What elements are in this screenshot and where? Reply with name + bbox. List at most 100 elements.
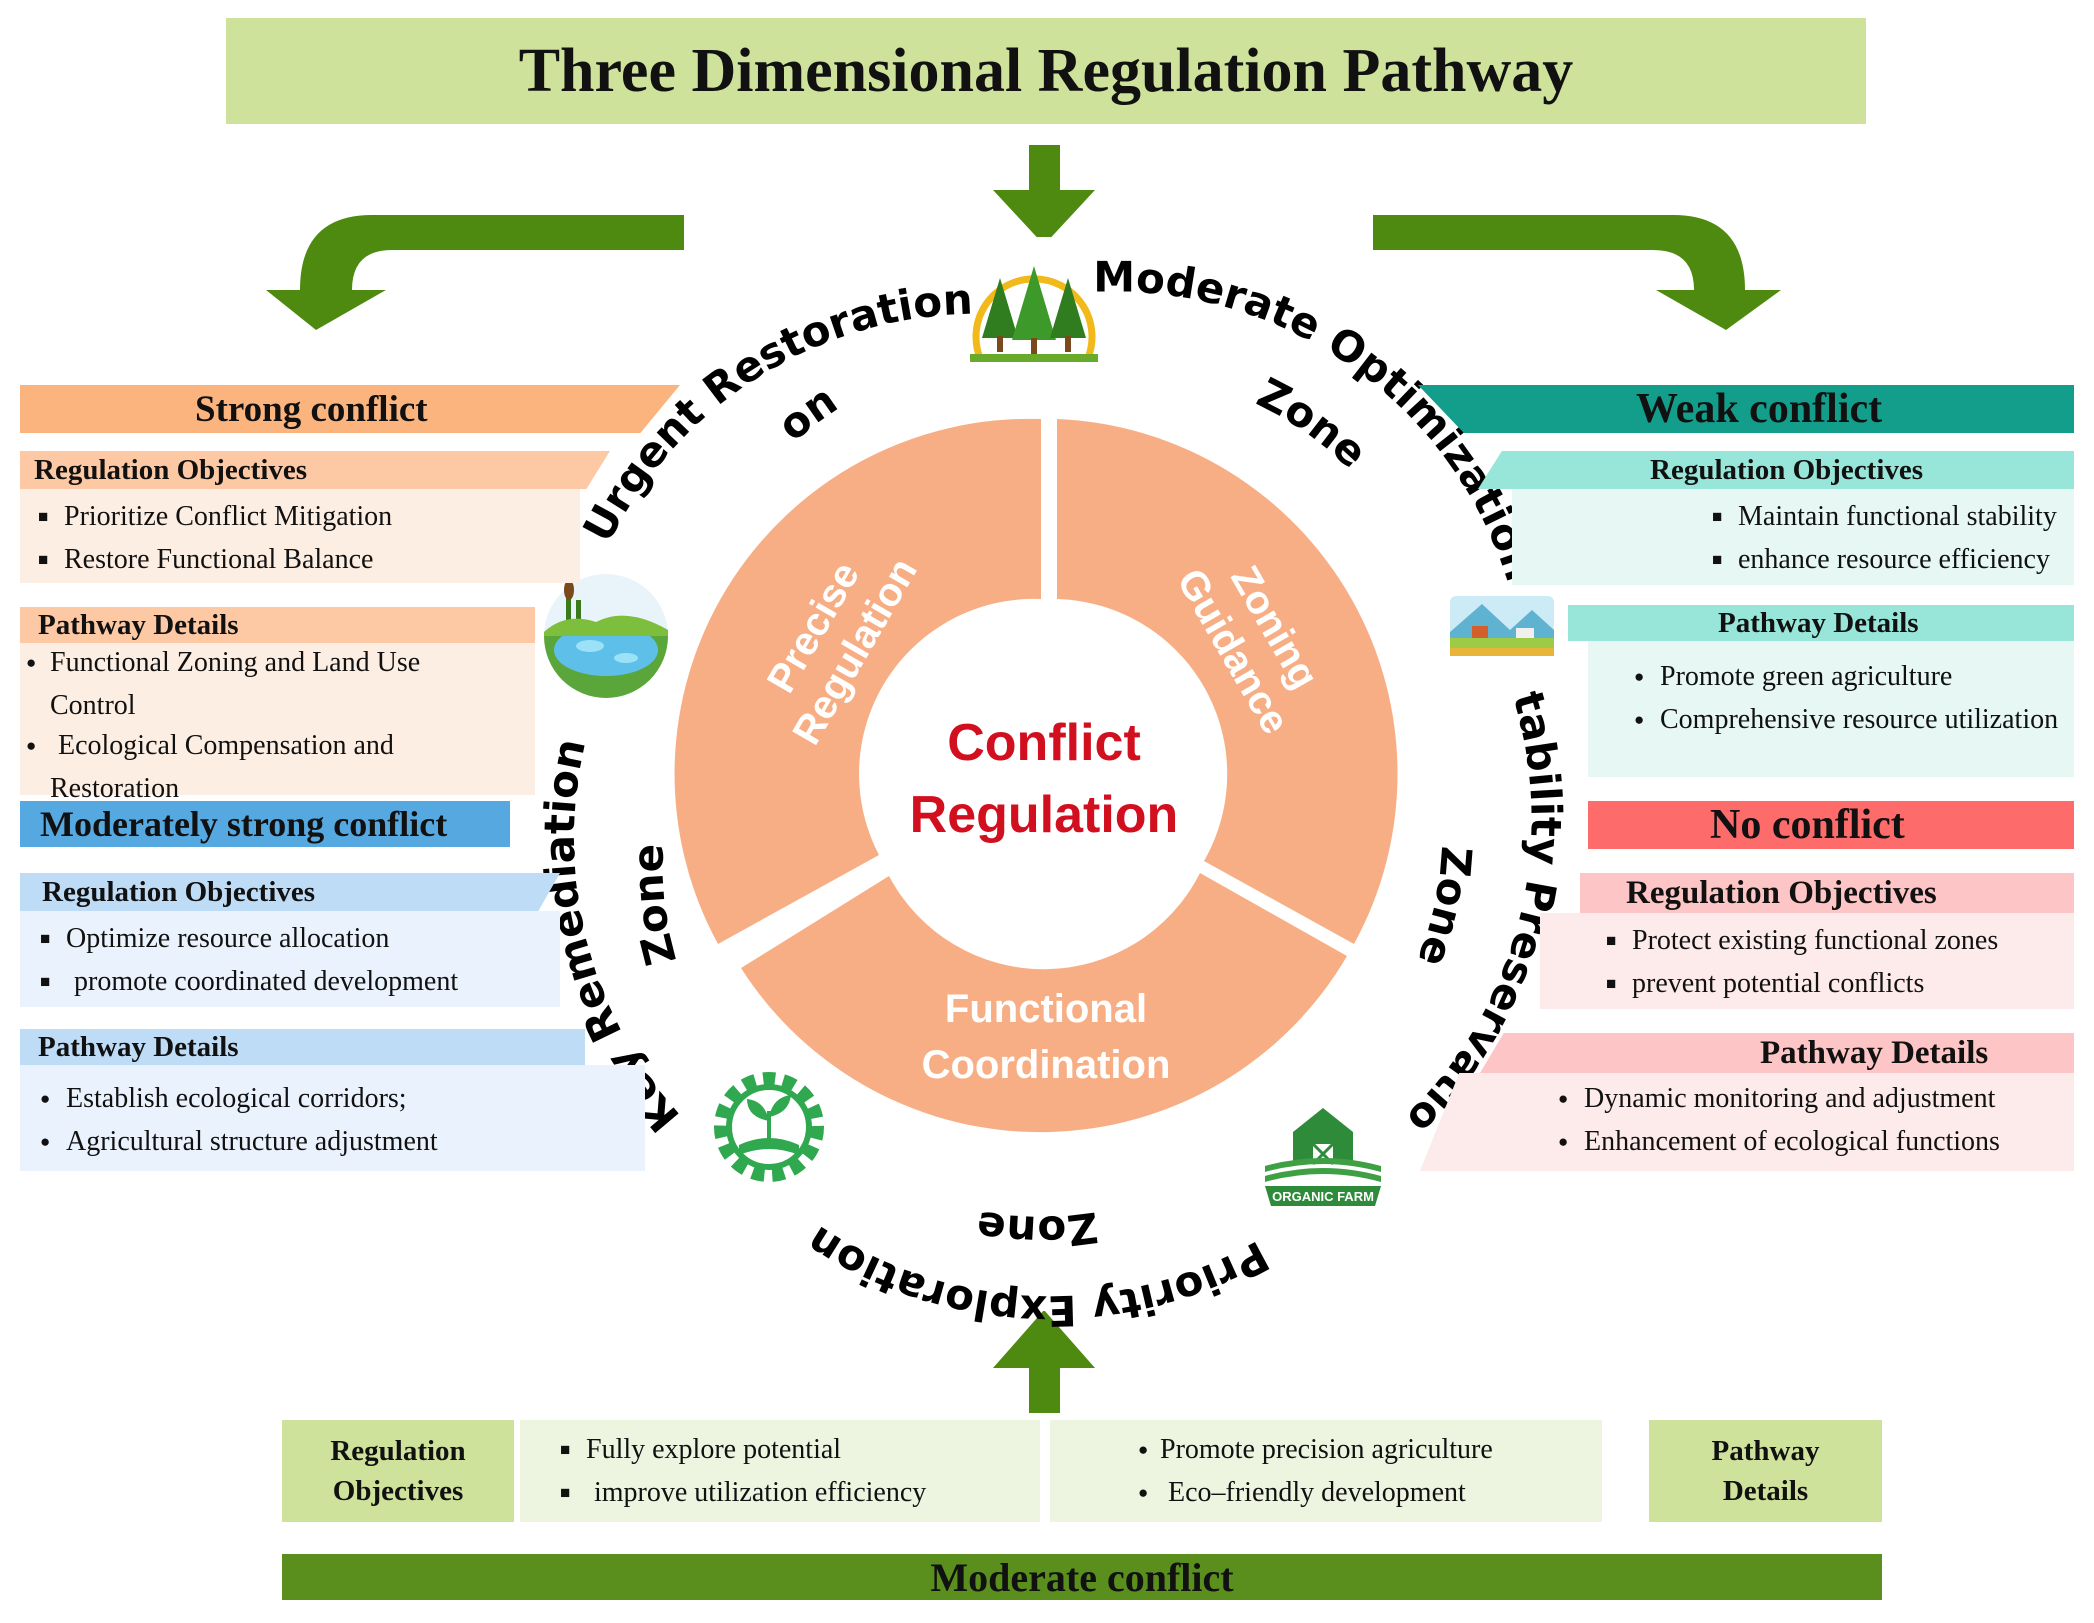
list-item: Eco–friendly development — [1138, 1473, 1602, 1516]
arrow-right-curved — [1373, 215, 1781, 330]
list-item: Fully explore potential — [560, 1430, 1040, 1473]
moderately-strong-objectives-label: Regulation Objectives — [20, 873, 560, 911]
list-item: Establish ecological corridors; — [40, 1079, 645, 1122]
moderate-detail-1: Promote precision agriculture — [1160, 1434, 1493, 1465]
list-item: Promote green agriculture — [1634, 657, 2074, 700]
plant-gear-icon — [714, 1072, 824, 1182]
svg-text:Conflict: Conflict — [947, 714, 1141, 772]
moderate-conflict-title: Moderate conflict — [930, 1554, 1234, 1600]
center-title-line2: Regulation — [910, 786, 1179, 844]
no-details-label-text: Pathway Details — [1760, 1034, 1989, 1071]
weak-detail-1: Promote green agriculture — [1660, 661, 1953, 692]
weak-objective-1: Maintain functional stability — [1738, 501, 2057, 532]
moderately-strong-details-label-text: Pathway Details — [38, 1030, 239, 1063]
moderate-objectives-label-1: Regulation — [330, 1435, 466, 1467]
list-item: enhance resource efficiency — [1712, 540, 2074, 583]
moderately-strong-details-label: Pathway Details — [20, 1029, 585, 1065]
strong-objective-1: Prioritize Conflict Mitigation — [64, 501, 393, 532]
weak-objectives-label: Regulation Objectives — [1478, 451, 2074, 489]
list-item: Prioritize Conflict Mitigation — [38, 497, 580, 540]
no-objective-2: prevent potential conflicts — [1632, 968, 1925, 999]
flow-arrows — [266, 145, 1781, 1413]
segment-zoning-guidance — [1057, 419, 1398, 944]
list-item: Control — [26, 686, 535, 726]
center-disc — [872, 602, 1216, 946]
no-objective-1: Protect existing functional zones — [1632, 925, 1999, 956]
moderate-details-label-1: Pathway — [1711, 1435, 1820, 1467]
no-details-box: Dynamic monitoring and adjustment Enhanc… — [1420, 1073, 2074, 1171]
strong-objective-2: Restore Functional Balance — [64, 544, 374, 575]
moderately-strong-objectives-label-text: Regulation Objectives — [42, 875, 316, 908]
moderately-strong-detail-1: Establish ecological corridors; — [66, 1083, 407, 1114]
strong-detail-1: Functional Zoning and Land Use — [50, 647, 421, 678]
moderate-detail-2: Eco–friendly development — [1168, 1477, 1466, 1508]
moderately-strong-objective-2: promote coordinated development — [74, 966, 459, 997]
moderate-objectives-label: Regulation Objectives — [282, 1420, 514, 1522]
moderately-strong-header: Moderately strong conflict — [20, 801, 510, 847]
inner-segments — [674, 418, 1398, 1133]
list-item: promote coordinated development — [40, 962, 560, 1005]
no-conflict-panel: No conflict Regulation Objectives Protec… — [1420, 801, 2074, 1171]
weak-objective-2: enhance resource efficiency — [1738, 544, 2050, 575]
moderately-strong-title: Moderately strong conflict — [40, 804, 448, 844]
list-item: Maintain functional stability — [1712, 497, 2074, 540]
no-objectives-box: Protect existing functional zones preven… — [1540, 913, 2074, 1009]
moderate-conflict-header: Moderate conflict — [282, 1554, 1882, 1600]
no-detail-1: Dynamic monitoring and adjustment — [1584, 1083, 1996, 1114]
moderate-conflict-panel: Regulation Objectives Fully explore pote… — [282, 1420, 1882, 1610]
strong-details-label: Pathway Details — [20, 607, 535, 643]
no-detail-2: Enhancement of ecological functions — [1584, 1126, 2000, 1157]
weak-details-label-text: Pathway Details — [1718, 606, 1919, 639]
farm-landscape-icon — [1450, 596, 1554, 656]
pond-icon — [544, 574, 668, 698]
strong-objectives-label: Regulation Objectives — [20, 451, 610, 489]
strong-objectives-label-text: Regulation Objectives — [34, 453, 308, 486]
no-details-label: Pathway Details — [1480, 1033, 2074, 1073]
list-item: Agricultural structure adjustment — [40, 1122, 645, 1165]
segment-functional-coordination — [741, 873, 1347, 1133]
weak-conflict-panel: Weak conflict Regulation Objectives Main… — [1418, 385, 2074, 777]
weak-objectives-label-text: Regulation Objectives — [1650, 453, 1924, 486]
no-conflict-header: No conflict — [1588, 801, 2074, 849]
list-item: Protect existing functional zones — [1606, 921, 2074, 964]
center-title-line1: Conflict — [947, 714, 1141, 772]
list-item: Functional Zoning and Land Use — [26, 643, 535, 686]
list-item: Comprehensive resource utilization — [1634, 700, 2074, 743]
segment-label-functional-1: Functional — [945, 987, 1147, 1031]
forest-icon — [970, 266, 1098, 362]
list-item: Ecological Compensation and — [26, 726, 535, 769]
list-item: Enhancement of ecological functions — [1558, 1122, 2074, 1165]
moderate-details-label: Pathway Details — [1649, 1420, 1882, 1522]
weak-objectives-box: Maintain functional stability enhance re… — [1512, 489, 2074, 585]
arrow-left-curved — [266, 215, 684, 330]
moderately-strong-detail-2: Agricultural structure adjustment — [66, 1126, 438, 1157]
list-item: Optimize resource allocation — [40, 919, 560, 962]
strong-conflict-title: Strong conflict — [195, 388, 428, 430]
organic-farm-icon: ORGANIC FARM — [1265, 1108, 1381, 1206]
moderate-objectives-label-2: Objectives — [332, 1475, 464, 1507]
moderate-objectives-box: Fully explore potential improve utilizat… — [520, 1420, 1040, 1522]
moderate-objective-2: improve utilization efficiency — [594, 1477, 927, 1508]
list-item: Restoration — [26, 769, 535, 809]
moderately-strong-details-box: Establish ecological corridors; Agricult… — [20, 1065, 645, 1171]
moderate-details-box: Promote precision agriculture Eco–friend… — [1050, 1420, 1602, 1522]
moderate-objective-1: Fully explore potential — [586, 1434, 842, 1465]
moderate-details-label-2: Details — [1722, 1475, 1809, 1507]
strong-detail-2: Ecological Compensation and — [58, 730, 394, 761]
moderately-strong-objective-1: Optimize resource allocation — [66, 923, 390, 954]
strong-details-box: Functional Zoning and Land Use Control E… — [20, 643, 535, 804]
strong-objectives-box: Prioritize Conflict Mitigation Restore F… — [20, 489, 580, 583]
svg-text:Regulation: Regulation — [910, 786, 1179, 844]
weak-details-label: Pathway Details — [1568, 605, 2074, 641]
arrow-up-bottom — [993, 1310, 1095, 1413]
list-item: Dynamic monitoring and adjustment — [1558, 1079, 2074, 1122]
no-conflict-title: No conflict — [1710, 802, 1905, 848]
no-objectives-label: Regulation Objectives — [1580, 873, 2074, 913]
segment-precise-regulation — [674, 418, 1041, 944]
weak-detail-2: Comprehensive resource utilization — [1660, 704, 2059, 735]
moderately-strong-objectives-box: Optimize resource allocation promote coo… — [20, 911, 560, 1007]
no-objectives-label-text: Regulation Objectives — [1626, 874, 1937, 911]
list-item: Restore Functional Balance — [38, 540, 580, 583]
segment-label-functional-2: Coordination — [922, 1043, 1171, 1087]
